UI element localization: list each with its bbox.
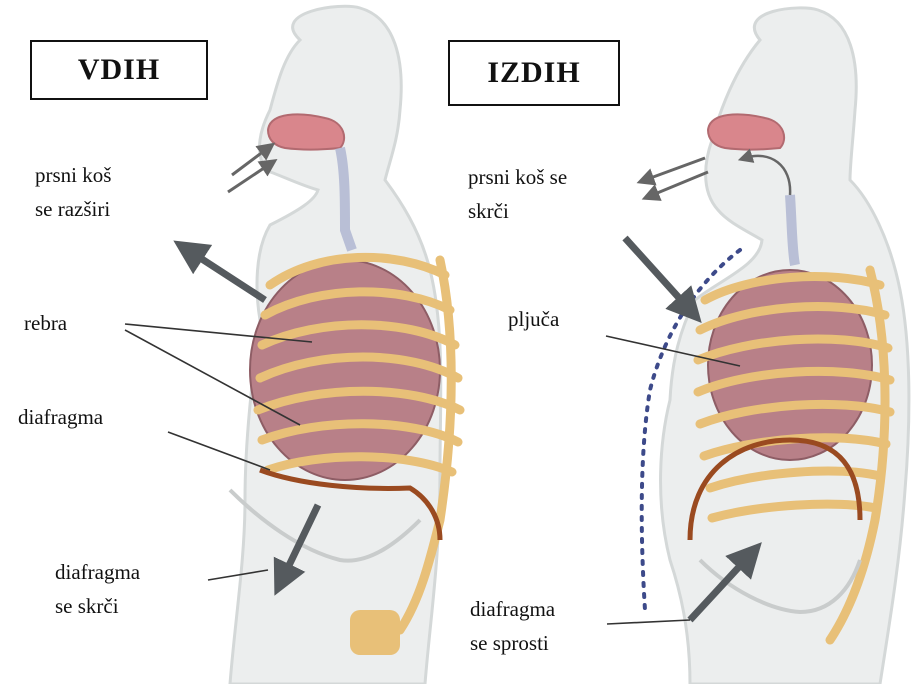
- inhale-title-box: VDIH: [30, 40, 208, 100]
- left-diaphragm-state-line1: diafragma: [55, 555, 140, 589]
- right-chest-contract-arrow: [625, 238, 690, 310]
- lungs-label: pljuča: [508, 302, 559, 336]
- exhale-title-box: IZDIH: [448, 40, 620, 106]
- right-chest-label-line2: skrči: [468, 194, 567, 228]
- left-chest-label-line1: prsni koš: [35, 158, 111, 192]
- right-diaphragm-state-label: diafragma se sprosti: [470, 592, 555, 660]
- left-figure: [125, 6, 460, 684]
- right-diaphragm-state-line2: se sprosti: [470, 626, 555, 660]
- left-chest-label-line2: se razširi: [35, 192, 111, 226]
- left-diaphragm-label: diafragma: [18, 400, 103, 434]
- right-chest-label: prsni koš se skrči: [468, 160, 567, 228]
- left-diaphragm-state-line2: se skrči: [55, 589, 140, 623]
- right-airway: [790, 195, 795, 265]
- left-nasal-cavity: [268, 114, 344, 149]
- right-nasal-cavity: [708, 114, 784, 149]
- right-figure: [606, 8, 909, 684]
- left-breath-arrow-2: [228, 164, 270, 192]
- ribs-label: rebra: [24, 306, 67, 340]
- exhale-title: IZDIH: [487, 56, 580, 90]
- right-chest-label-line1: prsni koš se: [468, 160, 567, 194]
- left-chest-expand-arrow: [188, 250, 265, 300]
- left-pelvis: [350, 610, 400, 655]
- left-diaphragm-state-label: diafragma se skrči: [55, 555, 140, 623]
- left-chest-label: prsni koš se razširi: [35, 158, 111, 226]
- inhale-title: VDIH: [78, 53, 160, 87]
- right-diaphragm-state-line1: diafragma: [470, 592, 555, 626]
